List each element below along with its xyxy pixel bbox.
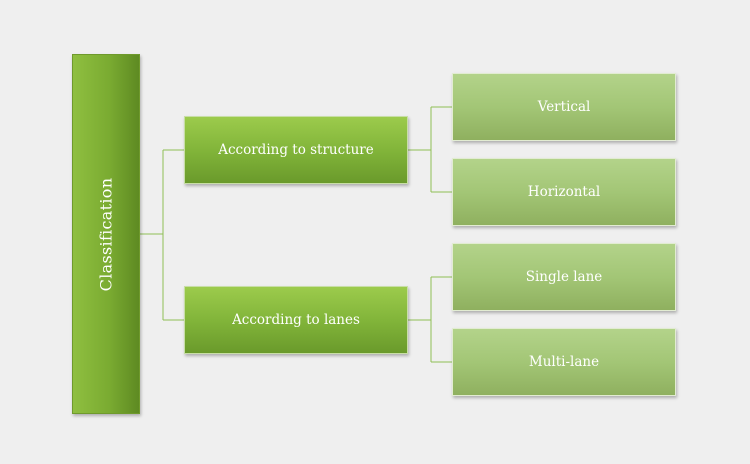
root-node-label: Classification bbox=[96, 177, 116, 291]
leaf-node-label: Horizontal bbox=[527, 184, 601, 200]
branch-node-label: According to lanes bbox=[232, 312, 360, 328]
branch-node-structure: According to structure bbox=[184, 116, 408, 184]
leaf-node-label: Vertical bbox=[537, 99, 591, 115]
leaf-node-horizontal: Horizontal bbox=[452, 158, 676, 226]
branch-node-label: According to structure bbox=[218, 142, 374, 158]
leaf-node-multi-lane: Multi-lane bbox=[452, 328, 676, 396]
leaf-node-vertical: Vertical bbox=[452, 73, 676, 141]
branch-node-lanes: According to lanes bbox=[184, 286, 408, 354]
leaf-node-single-lane: Single lane bbox=[452, 243, 676, 311]
leaf-node-label: Single lane bbox=[525, 269, 603, 285]
root-node-classification: Classification bbox=[72, 54, 140, 414]
leaf-node-label: Multi-lane bbox=[528, 354, 600, 370]
